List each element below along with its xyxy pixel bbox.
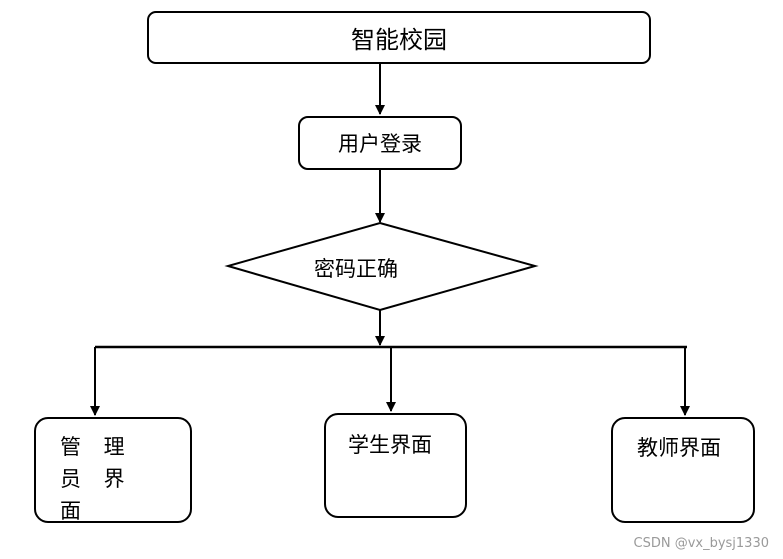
admin-interface-node: 管 理 员 界 面 [34,417,192,523]
title-node: 智能校园 [147,11,651,64]
login-node: 用户登录 [298,116,462,170]
student-interface-node: 学生界面 [324,413,467,518]
teacher-interface-node: 教师界面 [611,417,755,523]
watermark-text: CSDN @vx_bysj1330 [633,536,770,551]
decision-label: 密码正确 [314,257,398,281]
